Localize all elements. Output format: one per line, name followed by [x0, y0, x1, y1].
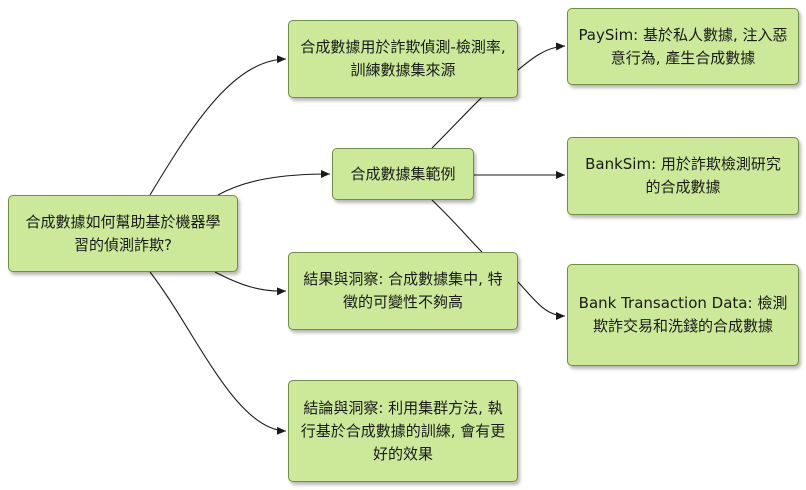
root-question-label: 合成數據如何幫助基於機器學習的偵測詐欺? [25, 212, 221, 254]
banksim-node: BankSim: 用於詐欺檢測研究的合成數據 [567, 137, 799, 215]
bank-transaction-data-label: Bank Transaction Data: 檢測欺詐交易和洗錢的合成數據 [578, 294, 788, 335]
edge-root-to-results [214, 271, 287, 296]
edge-root-to-conclusion [149, 271, 287, 435]
fraud-detection-intro-label: 合成數據用於詐欺偵測-檢測率, 訓練數據集來源 [300, 38, 506, 79]
fraud-detection-intro-node: 合成數據用於詐欺偵測-檢測率, 訓練數據集來源 [288, 20, 518, 98]
edge-root-to-example [217, 170, 331, 196]
dataset-examples-node: 合成數據集範例 [332, 148, 474, 200]
conclusion-insights-label: 結論與洞察: 利用集群方法, 執行基於合成數據的訓練, 會有更好的效果 [300, 398, 506, 463]
edge-root-to-intro [149, 55, 287, 196]
paysim-node: PaySim: 基於私人數據, 注入惡意行為, 產生合成數據 [567, 8, 799, 85]
bank-transaction-data-node: Bank Transaction Data: 檢測欺詐交易和洗錢的合成數據 [567, 264, 799, 366]
conclusion-insights-node: 結論與洞察: 利用集群方法, 執行基於合成數據的訓練, 會有更好的效果 [288, 380, 518, 482]
banksim-label: BankSim: 用於詐欺檢測研究的合成數據 [585, 155, 781, 196]
edge-example-to-bank-transaction [431, 199, 565, 316]
results-insights-label: 結果與洞察: 合成數據集中, 特徵的可變性不夠高 [303, 270, 503, 311]
dataset-examples-label: 合成數據集範例 [350, 164, 456, 183]
root-question-node: 合成數據如何幫助基於機器學習的偵測詐欺? [8, 195, 238, 272]
results-insights-node: 結果與洞察: 合成數據集中, 特徵的可變性不夠高 [288, 252, 518, 330]
paysim-label: PaySim: 基於私人數據, 注入惡意行為, 產生合成數據 [578, 25, 788, 67]
